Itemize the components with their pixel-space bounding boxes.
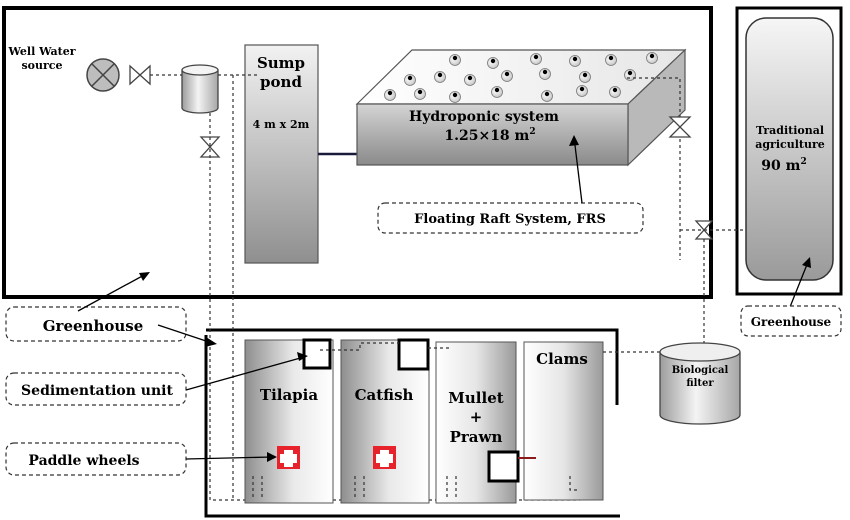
mullet-label: Mullet (448, 389, 503, 407)
traditional-agriculture-field (745, 17, 834, 281)
traditional-size: 90 m2 (761, 157, 806, 174)
sump-pond (244, 44, 319, 264)
plant-icon (407, 75, 413, 81)
plant-icon (542, 69, 548, 75)
biofilter-label-2: filter (686, 378, 714, 389)
plant-icon (627, 70, 633, 76)
hydroponic-outlet-pipe (627, 77, 681, 260)
paddle-label: Paddle wheels (28, 453, 139, 469)
prawn-label: Prawn (450, 428, 503, 446)
plus-label: + (470, 408, 483, 426)
frs-arrow (573, 136, 583, 204)
clams-label: Clams (536, 350, 588, 368)
valve-icon-hydroponic (668, 116, 692, 138)
frs-arrowhead (569, 135, 579, 146)
plant-icon (544, 91, 550, 97)
drain-pipes (252, 476, 580, 500)
plant-icon (452, 92, 458, 98)
sedimentation-label: Sedimentation unit (21, 383, 173, 399)
plant-icon (608, 55, 614, 61)
paddle-wheel-icon-catfish (373, 446, 396, 469)
well-water-label-1: Well Water (7, 45, 75, 58)
tilapia-label: Tilapia (260, 386, 318, 404)
hydroponic-plants (384, 52, 658, 103)
traditional-label-1: Traditional (756, 124, 824, 137)
plant-icon (490, 58, 496, 64)
hydroponic-system (355, 48, 687, 167)
sump-title-1: Sump (257, 54, 305, 72)
header-tank-icon (181, 64, 219, 114)
callout-arrows (77, 261, 809, 460)
sump-size: 4 m x 2m (253, 118, 310, 131)
sedimentation-unit-mullet (487, 450, 520, 483)
plant-icon (504, 71, 510, 77)
plant-icon (579, 86, 585, 92)
biological-filter-icon (659, 342, 741, 425)
frs-label: Floating Raft System, FRS (414, 212, 606, 227)
greenhouse-label-right: Greenhouse (751, 315, 832, 329)
callout-arrowheads (139, 257, 811, 462)
greenhouse-right-frame (735, 6, 843, 296)
valve-icon-traditional (694, 220, 714, 240)
greenhouse-label-left: Greenhouse (43, 317, 144, 335)
clams-tank (523, 341, 604, 501)
water-supply-line (209, 113, 580, 501)
well-water-label-2: source (21, 59, 62, 72)
greenhouse-right-callout-box (740, 305, 842, 337)
hydroponic-title: Hydroponic system (409, 109, 559, 125)
valve-icon-header-tank (199, 136, 221, 158)
plant-icon (467, 75, 473, 81)
sedimentation-callout-box (5, 372, 187, 406)
plant-icon (572, 56, 578, 62)
plant-icon (494, 87, 500, 93)
plant-icon (649, 53, 655, 59)
biofilter-label-1: Biological (672, 365, 729, 376)
greenhouse-callout-box (5, 306, 187, 342)
sedimentation-unit-tilapia (302, 338, 332, 370)
greenhouse-main-frame (2, 6, 713, 299)
plant-icon (437, 72, 443, 78)
plant-icon (533, 54, 539, 60)
valve-icon-source (129, 64, 151, 86)
fish-tank-enclosure-left (204, 335, 620, 518)
catfish-label: Catfish (355, 386, 414, 404)
sedimentation-unit-catfish (397, 338, 430, 371)
plant-icon (612, 87, 618, 93)
pump-icon (86, 58, 120, 92)
paddle-wheel-icon-tilapia (277, 446, 300, 469)
tank-interconnect-pipe (320, 342, 452, 351)
plant-icon (582, 72, 588, 78)
plant-icon (417, 89, 423, 95)
plant-icon (452, 55, 458, 61)
traditional-label-2: agriculture (755, 138, 825, 151)
frs-callout-box (377, 202, 644, 234)
sump-title-2: pond (260, 73, 302, 91)
hydroponic-size: 1.25×18 m2 (444, 127, 535, 144)
fish-tank-enclosure-top (206, 328, 619, 405)
plant-icon (387, 90, 393, 96)
